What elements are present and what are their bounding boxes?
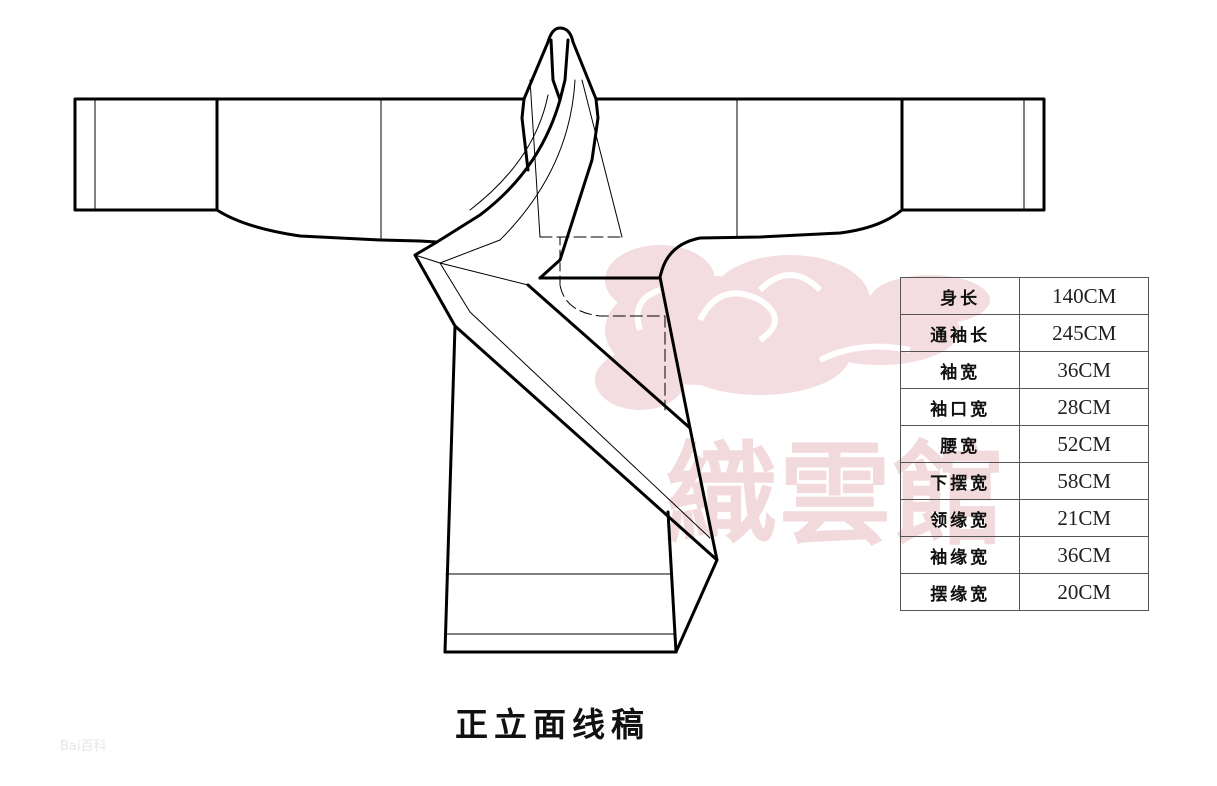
measure-label: 摆缘宽 (899, 573, 1021, 611)
measure-value: 140CM (1019, 277, 1149, 315)
figure-title: 正立面线稿 (455, 705, 650, 744)
measure-label: 袖宽 (899, 351, 1021, 389)
measure-value: 20CM (1019, 573, 1149, 611)
measure-label: 身长 (899, 277, 1021, 315)
table-row: 通袖长 245CM (899, 314, 1149, 352)
measure-value: 28CM (1019, 388, 1149, 426)
measure-value: 21CM (1019, 499, 1149, 537)
measure-label: 通袖长 (899, 314, 1021, 352)
table-row: 腰宽 52CM (899, 425, 1149, 463)
measure-label: 领缘宽 (899, 499, 1021, 537)
measure-value: 36CM (1019, 351, 1149, 389)
measure-label: 袖口宽 (899, 388, 1021, 426)
right-sleeve-cuff (900, 97, 1046, 212)
table-row: 领缘宽 21CM (899, 499, 1149, 537)
table-row: 身长 140CM (899, 277, 1149, 315)
measure-label: 下摆宽 (899, 462, 1021, 500)
measurement-table: 身长 140CM 通袖长 245CM 袖宽 36CM 袖口宽 28CM 腰宽 5… (899, 277, 1149, 611)
table-row: 下摆宽 58CM (899, 462, 1149, 500)
measure-value: 36CM (1019, 536, 1149, 574)
left-sleeve-cuff (73, 97, 219, 212)
measure-value: 52CM (1019, 425, 1149, 463)
source-watermark: Bai百科 (60, 739, 107, 754)
measure-label: 腰宽 (899, 425, 1021, 463)
measure-label: 袖缘宽 (899, 536, 1021, 574)
table-row: 袖缘宽 36CM (899, 536, 1149, 574)
table-row: 摆缘宽 20CM (899, 573, 1149, 611)
table-row: 袖口宽 28CM (899, 388, 1149, 426)
measure-value: 245CM (1019, 314, 1149, 352)
table-row: 袖宽 36CM (899, 351, 1149, 389)
measure-value: 58CM (1019, 462, 1149, 500)
